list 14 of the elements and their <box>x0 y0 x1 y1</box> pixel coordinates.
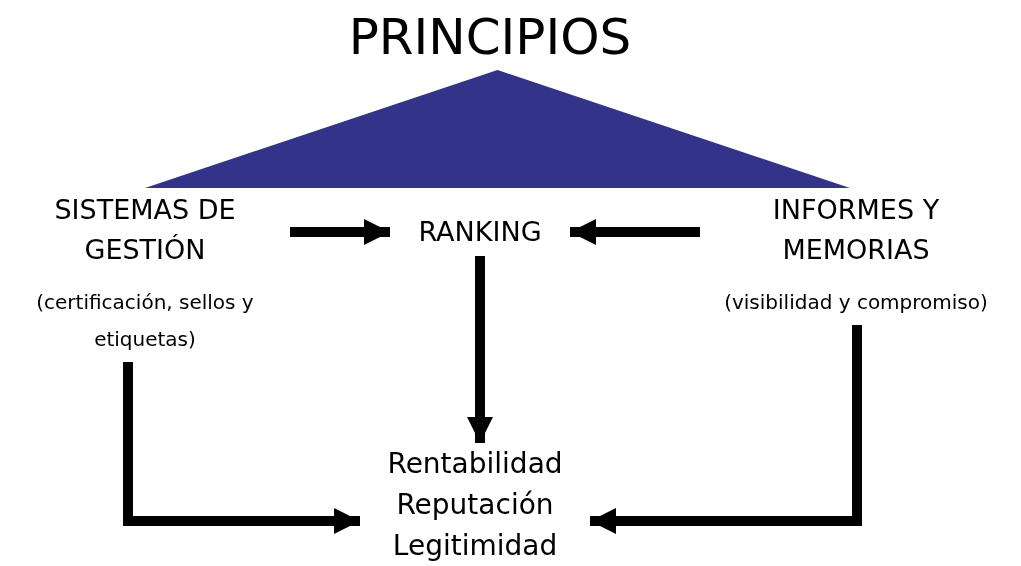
node-label: RANKING <box>417 215 543 249</box>
node-label: SISTEMAS DE GESTIÓN <box>53 193 237 267</box>
node-note: (certificación, sellos y etiquetas) <box>35 289 255 353</box>
outcome-text: Reputación <box>395 487 555 523</box>
outcome-text: Rentabilidad <box>386 446 564 482</box>
arrow <box>570 219 700 245</box>
arrow <box>290 219 390 245</box>
arrow <box>590 325 862 534</box>
arrow <box>123 362 360 534</box>
arrow <box>467 256 493 443</box>
node-note: (visibilidad y compromiso) <box>723 289 989 316</box>
title: PRINCIPIOS <box>347 7 633 68</box>
outcome-text: Legitimidad <box>391 528 559 564</box>
node-label: INFORMES Y MEMORIAS <box>771 193 941 267</box>
